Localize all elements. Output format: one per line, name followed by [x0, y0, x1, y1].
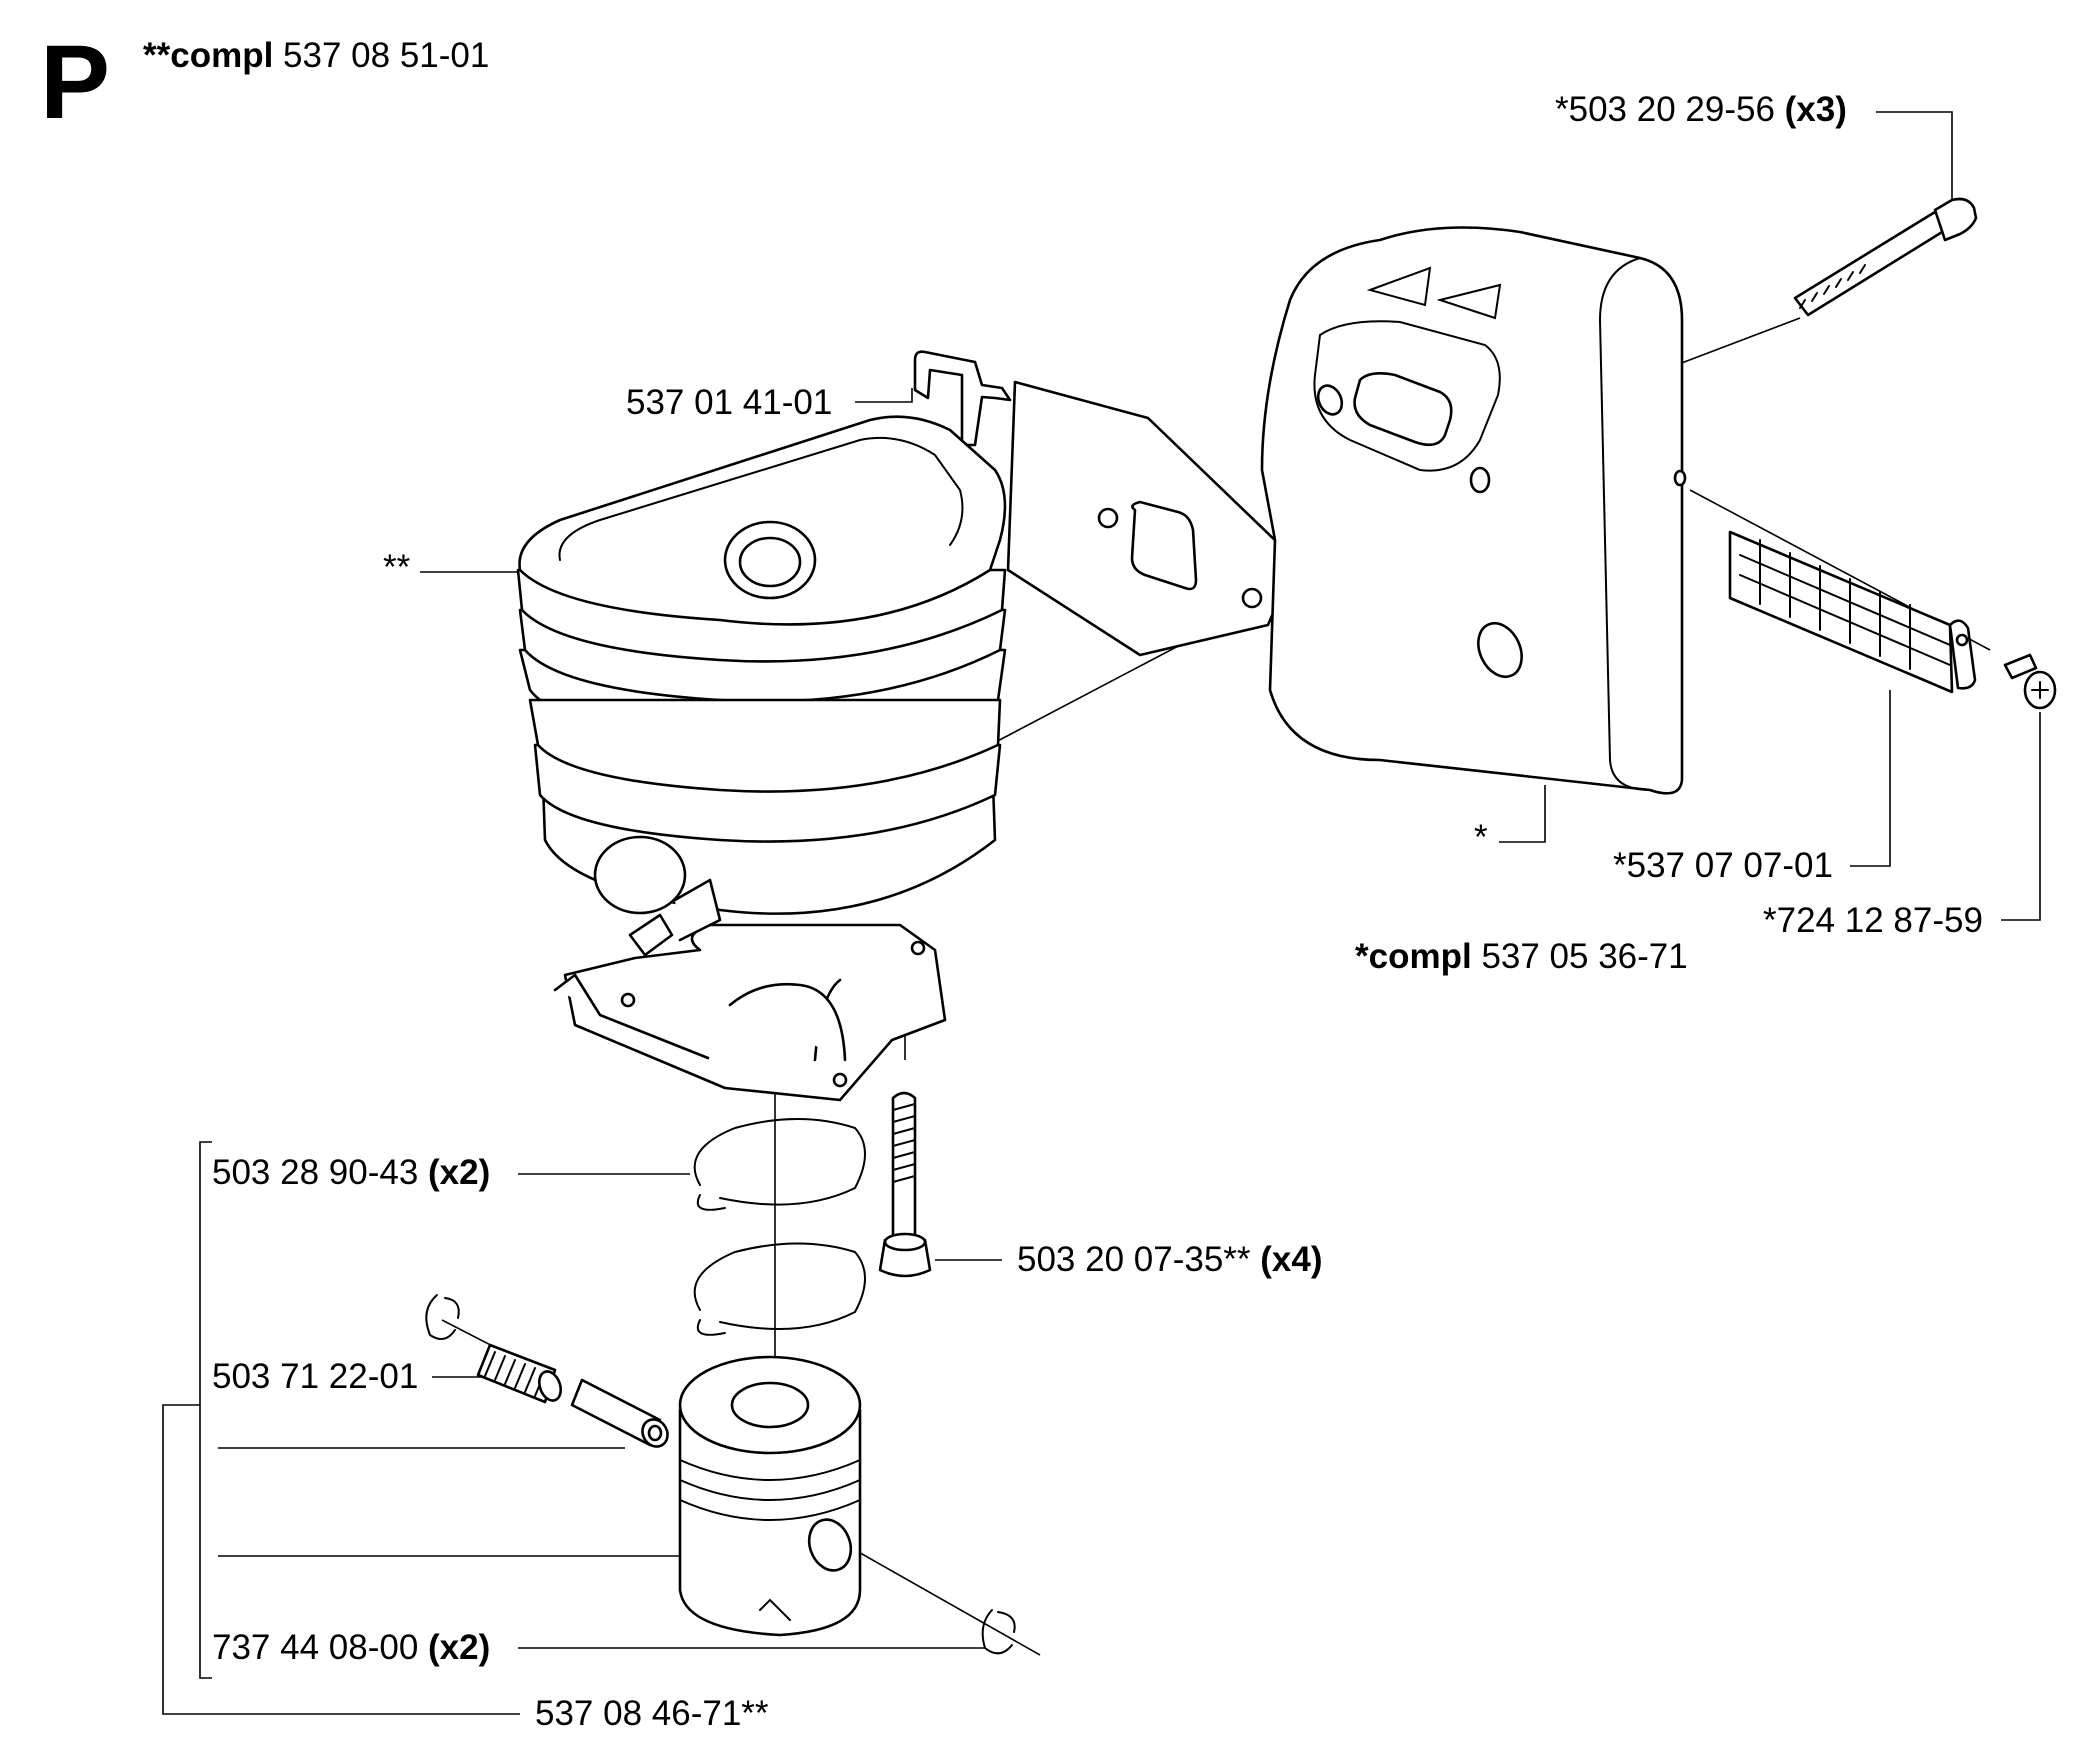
- leader-lines: [162, 111, 2041, 1715]
- needle-bearing-label: 503 71 22-01: [212, 1357, 419, 1396]
- quantity: (x2): [428, 1628, 491, 1667]
- cylinder-label: **: [383, 548, 411, 587]
- assembly-prefix: *compl: [1355, 937, 1472, 976]
- piston-ring-label: 503 28 90-43 (x2): [212, 1153, 490, 1193]
- piston-rings-icon: [693, 1118, 866, 1336]
- cylinder-icon: [516, 415, 1007, 1102]
- cylinder-bolt-label: 503 20 07-35** (x4): [1017, 1240, 1323, 1280]
- muffler-assembly-label: *compl 537 05 36-71: [1355, 937, 1688, 977]
- assembly-prefix: **compl: [143, 36, 274, 75]
- needle-bearing-icon: [476, 1343, 563, 1404]
- spark-screen-icon: [1728, 530, 1977, 694]
- quantity: (x4): [1260, 1240, 1323, 1279]
- circlip-icon: [425, 1294, 1016, 1655]
- quantity: (x2): [428, 1153, 491, 1192]
- part-number: 737 44 08-00: [212, 1628, 419, 1667]
- part-number: 503 28 90-43: [212, 1153, 419, 1192]
- small-screw-icon: [2003, 653, 2057, 710]
- muffler-icon: [1260, 226, 1687, 795]
- part-number: 537 08 51-01: [283, 36, 490, 75]
- piston-kit-label: 537 08 46-71**: [535, 1694, 769, 1733]
- long-screw-icon: [1793, 197, 1978, 317]
- part-number: *503 20 29-56: [1555, 90, 1775, 129]
- cylinder-bolt-icon: [878, 1091, 932, 1278]
- part-number: 537 05 36-71: [1481, 937, 1688, 976]
- piston-pin-icon: [570, 1378, 669, 1448]
- part-number: 503 20 07-35**: [1017, 1240, 1251, 1279]
- section-letter: P: [40, 24, 111, 141]
- piston-icon: [678, 1355, 862, 1637]
- quantity: (x3): [1784, 90, 1847, 129]
- circlip-label: 737 44 08-00 (x2): [212, 1628, 490, 1668]
- screen-label: *537 07 07-01: [1613, 846, 1833, 885]
- gasket-plate-label: 537 01 41-01: [626, 383, 833, 422]
- screw-x3-label: *503 20 29-56 (x3): [1555, 90, 1847, 130]
- small-screw-label: *724 12 87-59: [1763, 901, 1983, 940]
- muffler-label: *: [1474, 818, 1488, 857]
- cylinder-assembly-label: **compl 537 08 51-01: [143, 36, 489, 76]
